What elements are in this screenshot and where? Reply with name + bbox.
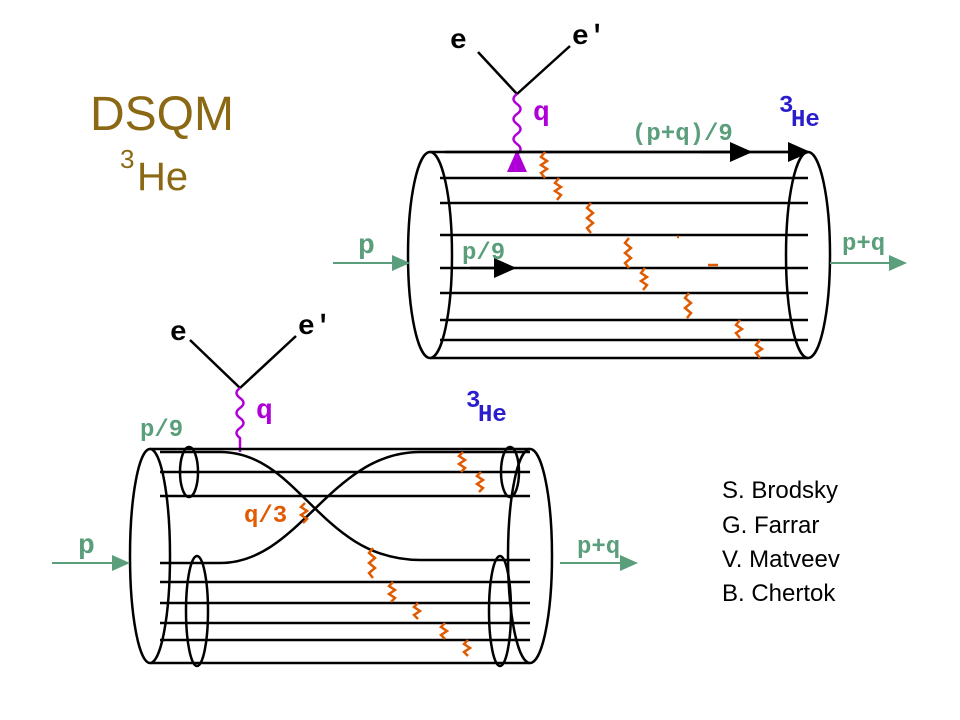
top-electron-out-label: e′ <box>572 22 606 53</box>
credit-name: B. Chertok <box>722 580 836 607</box>
bottom-electron-out-line <box>239 335 297 389</box>
bottom-quark-in-label: p/9 <box>140 417 183 444</box>
top-diagram: e e′ q 3 He (p+q)/9 p p/9 <box>333 22 907 360</box>
top-p-in-label: p <box>358 231 375 262</box>
bottom-quark-lines <box>160 450 530 642</box>
title-he: He <box>137 155 188 199</box>
top-photon-line <box>507 92 527 172</box>
title-he-superscript: 3 <box>120 144 134 174</box>
bottom-p-out-label: p+q <box>577 534 620 561</box>
bottom-cylinder-left-end <box>128 447 172 665</box>
bottom-electron-in-label: e <box>170 318 187 349</box>
top-quark-out-label: (p+q)/9 <box>632 121 733 148</box>
credit-name: S. Brodsky <box>722 477 838 504</box>
bottom-electron-in-line <box>189 339 241 389</box>
top-electron-out-line <box>516 45 571 95</box>
credit-name: V. Matveev <box>722 546 840 573</box>
bottom-he-label: He <box>478 402 507 429</box>
top-cylinder-left-end <box>406 150 454 360</box>
top-he-label: He <box>791 107 820 134</box>
bottom-lower-ring-left <box>184 554 210 668</box>
top-electron-in-label: e <box>450 26 467 57</box>
bottom-photon-line <box>235 386 245 452</box>
top-photon-label: q <box>533 98 550 129</box>
bottom-diagram: e e′ q p/9 3 He <box>52 312 638 668</box>
top-he-superscript: 3 <box>779 93 793 120</box>
bottom-lower-ring-right <box>487 554 513 668</box>
bottom-he-superscript: 3 <box>466 388 480 415</box>
top-electron-in-line <box>477 51 518 95</box>
bottom-cylinder-right-end <box>506 447 554 665</box>
bottom-gluons <box>298 451 486 657</box>
title-dsqm: DSQM <box>90 88 234 141</box>
bottom-p-in-label: p <box>78 531 95 562</box>
bottom-cylinder-body <box>150 447 530 665</box>
top-cylinder-right-end <box>784 150 832 360</box>
bottom-electron-out-label: e′ <box>298 312 332 343</box>
credit-name: G. Farrar <box>722 512 819 539</box>
top-quark-in-label: p/9 <box>462 240 505 267</box>
top-gluons <box>538 151 765 359</box>
top-p-out-label: p+q <box>842 231 885 258</box>
bottom-photon-label: q <box>256 396 273 427</box>
credits: S. Brodsky G. Farrar V. Matveev B. Chert… <box>722 477 840 607</box>
bottom-gluon-label: q/3 <box>244 503 287 530</box>
